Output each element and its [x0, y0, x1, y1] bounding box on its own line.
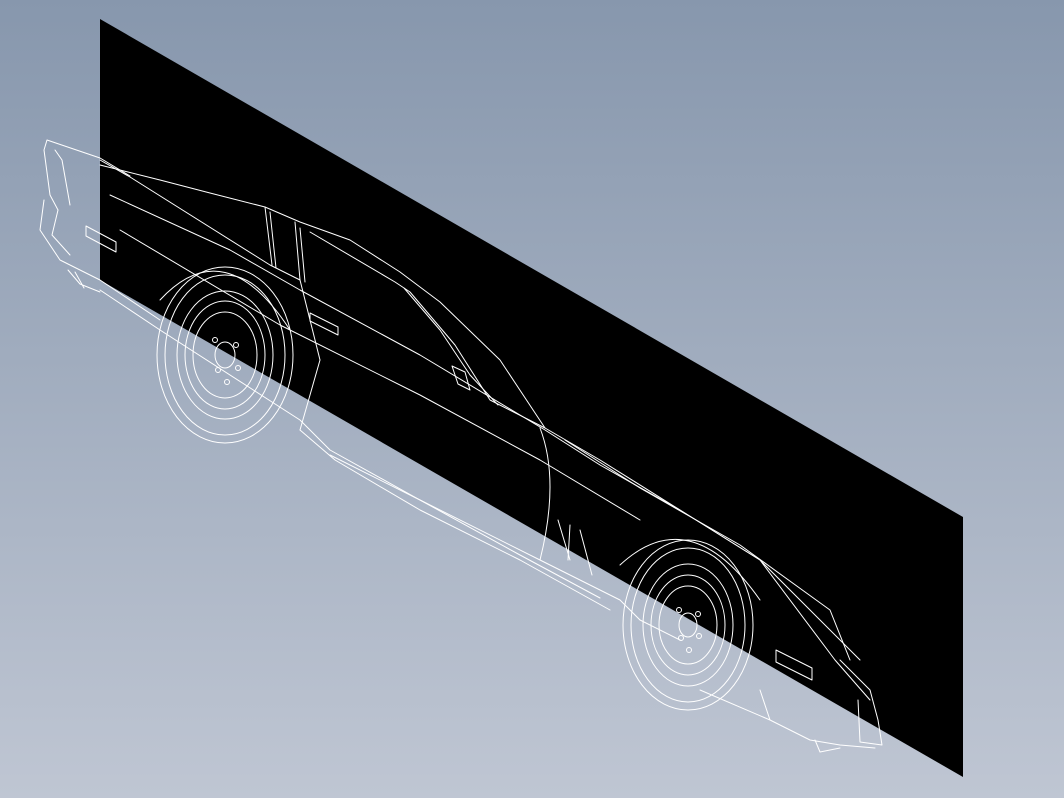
- rear-deck: [99, 159, 301, 281]
- body-midline: [119, 229, 641, 521]
- door-handle: [309, 312, 339, 336]
- roof-line: [99, 164, 546, 429]
- rear-wheel: [156, 266, 294, 444]
- front-marker: [775, 649, 813, 681]
- front-nose: [839, 659, 883, 746]
- body-rocker: [99, 289, 641, 621]
- rear-lower: [67, 269, 101, 293]
- section-plane: [100, 19, 963, 777]
- rear-bumper: [39, 199, 161, 321]
- rear-taillight: [85, 225, 117, 253]
- side-window-inner: [403, 287, 499, 406]
- body-sill: [329, 454, 601, 599]
- car-wireframe: [39, 139, 883, 753]
- mirror: [451, 365, 471, 391]
- side-window: [309, 231, 546, 429]
- front-side-vents: [557, 519, 593, 576]
- front-bumper: [759, 689, 876, 753]
- rear-window: [264, 206, 277, 269]
- hood-crease: [564, 439, 851, 661]
- body-rocker-lower: [299, 429, 611, 611]
- front-wheel: [619, 539, 761, 711]
- door-seam: [539, 427, 551, 561]
- hood-line: [544, 427, 871, 701]
